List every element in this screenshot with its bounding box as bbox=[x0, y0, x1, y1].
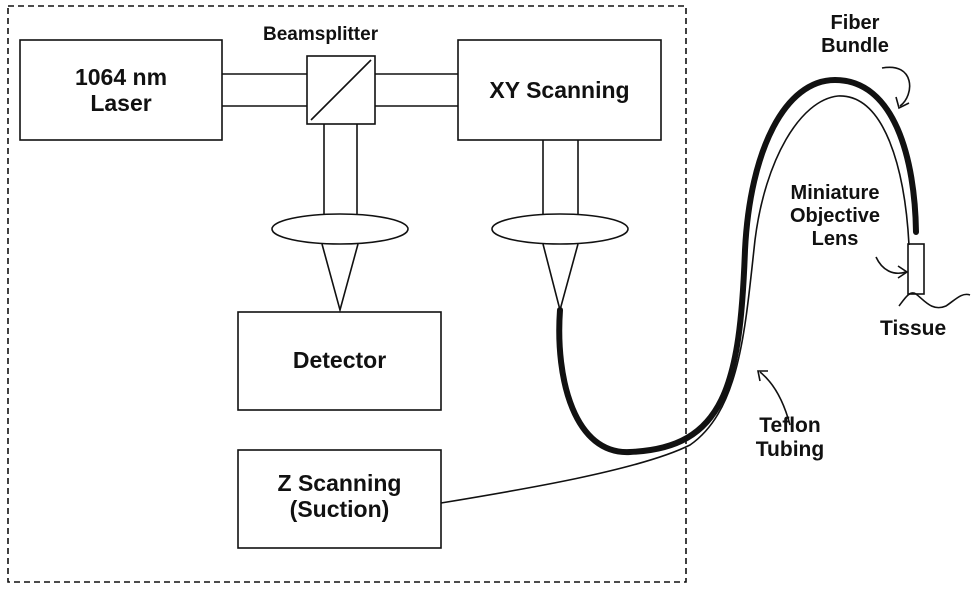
z-scanning-label-line2: (Suction) bbox=[289, 496, 390, 523]
teflon-tubing-label: Teflon Tubing bbox=[740, 414, 840, 462]
fiber-bundle-label-line1: Fiber bbox=[830, 12, 880, 34]
objective-lens-label-line1: Miniature bbox=[790, 182, 880, 204]
objective-lens-pointer bbox=[875, 256, 907, 274]
coupling-focus-cone bbox=[542, 243, 579, 314]
detector-focus-cone bbox=[321, 243, 359, 314]
fiber-bundle-cable bbox=[556, 76, 919, 456]
detector-label: Detector bbox=[292, 347, 387, 373]
laser-label-line2: Laser bbox=[90, 90, 152, 117]
fiber-bundle-label-line2: Bundle bbox=[821, 35, 889, 57]
xy-scanning-box bbox=[457, 39, 662, 141]
teflon-tubing-label-line2: Tubing bbox=[755, 438, 825, 462]
objective-lens-label-line2: Objective bbox=[789, 205, 881, 227]
detector-box bbox=[237, 311, 442, 411]
beamsplitter-cube bbox=[306, 55, 376, 125]
instrument-enclosure bbox=[7, 5, 687, 583]
laser-box bbox=[19, 39, 223, 141]
teflon-tubing-label-line1: Teflon bbox=[759, 414, 821, 437]
z-scanning-label: Z Scanning (Suction) bbox=[238, 470, 441, 523]
beamsplitter-label: Beamsplitter bbox=[263, 24, 379, 45]
fiber-bundle-arrowhead bbox=[895, 96, 910, 110]
objective-lens-label-line3: Lens bbox=[811, 228, 859, 250]
fiber-bundle-label: Fiber Bundle bbox=[820, 12, 890, 58]
tissue-surface bbox=[898, 292, 971, 309]
beamsplitter-diagonal bbox=[310, 59, 372, 121]
teflon-tubing-pointer bbox=[759, 371, 791, 426]
laser-label-line1: 1064 nm bbox=[74, 64, 168, 90]
objective-lens-label: Miniature Objective Lens bbox=[770, 182, 900, 251]
tissue-label: Tissue bbox=[880, 317, 947, 340]
teflon-tubing-arrowhead bbox=[757, 370, 768, 382]
objective-lens-housing bbox=[907, 243, 925, 295]
laser-label: 1064 nm Laser bbox=[20, 64, 222, 117]
coupling-lens bbox=[491, 213, 629, 245]
fiber-bundle-pointer bbox=[881, 66, 911, 107]
z-scanning-label-line1: Z Scanning bbox=[277, 470, 402, 496]
z-scanning-box bbox=[237, 449, 442, 549]
teflon-tubing-line bbox=[440, 95, 910, 504]
detector-lens bbox=[271, 213, 409, 245]
xy-scanning-label: XY Scanning bbox=[489, 77, 630, 103]
objective-lens-arrowhead bbox=[897, 265, 909, 279]
